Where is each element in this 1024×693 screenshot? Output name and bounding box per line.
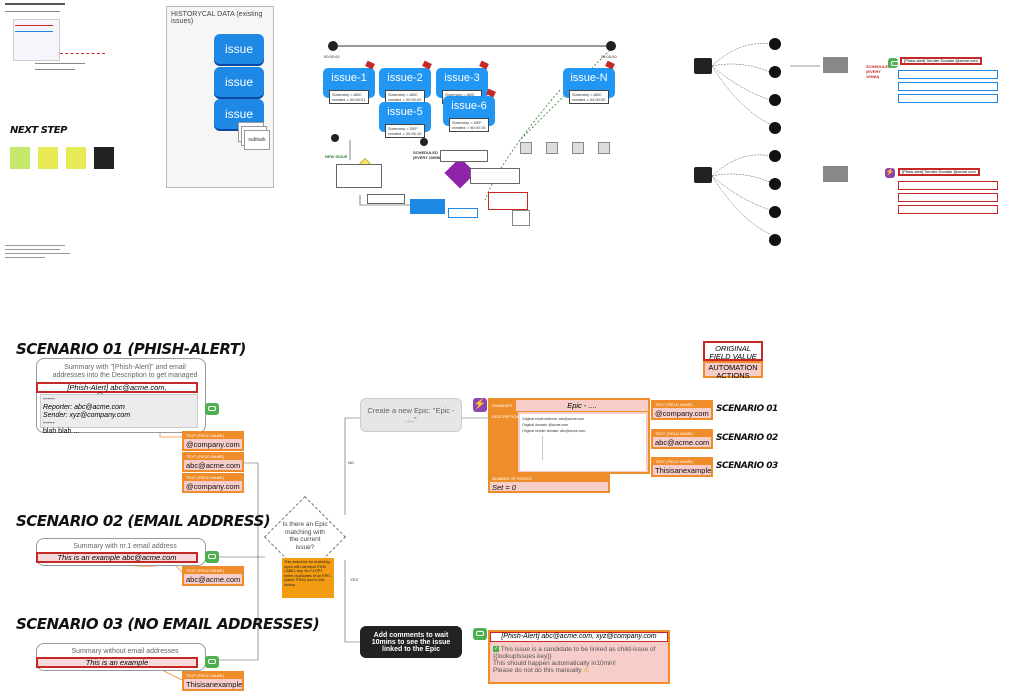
inbox-icon-top	[694, 58, 712, 74]
scheduled-node	[420, 138, 428, 146]
scenario-01-description: ----- Reporter: abc@acme.com Sender: xyz…	[40, 394, 198, 435]
sticky-note-2	[38, 147, 58, 169]
epic-card: SUMMARY Epic - .... DESCRIPTION Original…	[488, 398, 650, 474]
mini-note-box	[336, 164, 382, 188]
right-bottom-row-1: [Phish-alert] Sender Domain @acme.com	[898, 168, 980, 176]
scheduled-label: SCHEDULED (EVERY 10MIN)	[413, 150, 442, 160]
decision-no-label: NO	[348, 460, 354, 465]
timeline-end-time: 04:00:00	[601, 54, 617, 59]
scenario-01-field-3: TEXT (FIELD NAME) @company.com	[182, 473, 244, 493]
epic-description-head: DESCRIPTION	[490, 412, 519, 473]
scheduled-top-label: SCHEDULED (EVERY 10MIN)	[866, 64, 891, 79]
next-step-title: NEXT STEP	[10, 125, 67, 136]
scenario-01-summary-note: Summary with "[Phish-Alert]" and email a…	[52, 364, 198, 379]
scenario-01-title: SCENARIO 01 (PHISH-ALERT)	[16, 340, 246, 358]
timeline-start-time: 00:00:00	[324, 54, 340, 59]
epic-summary-value: Epic - ....	[567, 401, 597, 410]
scenario-01-field-2: TEXT (FIELD NAME) abc@acme.com	[182, 452, 244, 472]
user-icon-group-top	[765, 38, 787, 138]
process-box-bottom	[823, 166, 848, 182]
subtask-stack: subtask	[238, 122, 270, 150]
new-issue-label: NEW ISSUE	[325, 154, 348, 159]
epic-summary-head: SUMMARY	[490, 400, 516, 411]
scenario-03-summary-field: This is an example	[36, 657, 198, 668]
mini-user-group	[520, 138, 620, 158]
checkbox-icon: ✓	[493, 646, 499, 653]
chat-icon	[205, 656, 219, 668]
mini-note-box-3	[470, 168, 520, 184]
scenario-01-tag: SCENARIO 01	[716, 404, 778, 414]
right-bottom-rows	[898, 181, 998, 214]
scenario-01-summary-field: [Phish-Alert] abc@acme.com, xyz@company.…	[36, 382, 198, 400]
inbox-icon-bottom	[694, 167, 712, 183]
scenario-02-summary-field: This is an example abc@acme.com	[36, 552, 198, 563]
epic-field-3: TEXT (FIELD NAME) Thisisanexample	[651, 457, 713, 477]
sticky-note-3	[66, 147, 86, 169]
mini-doc-stack	[512, 210, 530, 226]
mini-text-lines	[5, 245, 75, 275]
sticky-note-1	[10, 147, 30, 169]
process-box-top	[823, 57, 848, 73]
subtask-label: subtask	[244, 130, 270, 150]
legend-original-field: ORIGINAL FIELD VALUE	[703, 341, 763, 361]
lightning-icon: ⚡	[473, 398, 487, 412]
scenario-03-title: SCENARIO 03 (NO EMAIL ADDRESSES)	[16, 615, 320, 633]
legend-automation-actions: AUTOMATION ACTIONS	[703, 361, 763, 380]
mini-blue-box	[410, 199, 445, 214]
new-issue-node	[331, 134, 339, 142]
scenario-02-field: TEXT (FIELD NAME) abc@acme.com	[182, 566, 244, 586]
right-top-rows	[898, 70, 998, 103]
scenario-03-field: TEXT (FIELD NAME) Thisisanexample	[182, 671, 244, 691]
mini-blue-box-2	[448, 208, 478, 218]
epic-field-2: TEXT (FIELD NAME) abc@acme.com	[651, 429, 713, 449]
scenario-01-field-1: TEXT (FIELD NAME) @company.com	[182, 431, 244, 451]
warning-icon: ⚠	[583, 667, 590, 674]
create-epic-action: Create a new Epic: "Epic - ...."	[360, 398, 462, 432]
epic-field-1: TEXT (FIELD NAME) @company.com	[651, 400, 713, 420]
historical-issue-1: issue	[214, 34, 264, 64]
epic-count: NUMBER OF ISSUES Set = 0	[488, 474, 610, 493]
chat-icon	[205, 403, 219, 415]
historical-issue-2: issue	[214, 67, 264, 97]
mini-dark-box	[367, 194, 405, 204]
scenario-02-title: SCENARIO 02 (EMAIL ADDRESS)	[16, 512, 271, 530]
decision-note: This searches for matching epics with id…	[282, 558, 334, 598]
timeline-end-node	[606, 41, 616, 51]
historical-title: HISTORYCAL DATA (existing issues)	[171, 11, 263, 25]
right-top-row-1: [Phish-alert] Sender Domain @acme.com	[900, 57, 982, 65]
mini-note-box-2	[440, 150, 488, 162]
lightning-icon: ⚡	[885, 168, 895, 178]
add-comments-action: Add comments to wait 10mins to see the i…	[360, 626, 462, 658]
sticky-note-4	[94, 147, 114, 169]
chat-icon	[205, 551, 219, 563]
user-icon-group-bottom	[765, 150, 787, 250]
scenario-03-summary-note: Summary without email addresses	[71, 648, 179, 655]
mini-red-box	[488, 192, 528, 210]
comment-summary: [Phish-Alert] abc@acme.com, xyz@company.…	[490, 632, 668, 642]
scenario-03-tag: SCENARIO 03	[716, 461, 778, 471]
decision-yes-label: YES	[350, 577, 359, 582]
timeline-start-node	[328, 41, 338, 51]
scenario-02-summary-note: Summary with nr.1 email address	[73, 543, 177, 550]
scenario-02-tag: SCENARIO 02	[716, 433, 778, 443]
chat-icon	[473, 628, 487, 640]
decision-question: Is there an Epic matching with the curre…	[282, 521, 328, 551]
epic-description-body: Original email address: abc@acme.com Ori…	[520, 414, 646, 471]
mini-doc-thumbnail	[5, 3, 105, 98]
chat-icon	[888, 58, 899, 68]
comment-card: [Phish-Alert] abc@acme.com, xyz@company.…	[488, 630, 670, 684]
